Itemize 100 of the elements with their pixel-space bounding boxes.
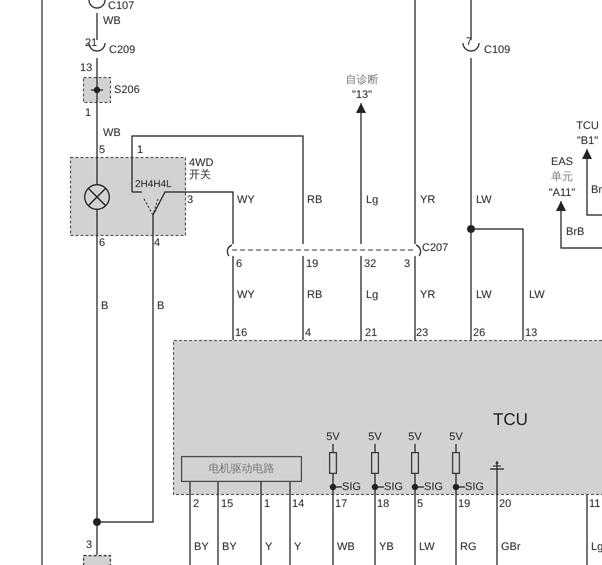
wire-color-code: Br (590, 184, 602, 196)
junction-dot (467, 225, 475, 233)
wire-color-code: GBr (500, 541, 522, 553)
signal-label: SIG (342, 481, 361, 493)
pin-number: 21 (365, 327, 378, 339)
wire (218, 191, 234, 244)
wire (96, 103, 98, 184)
wire (475, 228, 524, 340)
pin-number: 4 (305, 327, 312, 339)
wire-color-code: BrB (565, 226, 586, 238)
pin-number: 3 (187, 194, 194, 206)
voltage-label: 5V (448, 431, 464, 443)
wire-color-code: Y (264, 541, 274, 553)
wire-color-code: Lg (365, 194, 380, 206)
wire (470, 58, 472, 225)
wire (470, 0, 472, 40)
wire (96, 210, 98, 518)
pin-number: 23 (416, 327, 428, 339)
wire (96, 13, 98, 40)
arrow (556, 201, 602, 249)
pin-number: 16 (235, 327, 248, 339)
wire (260, 482, 262, 565)
voltage-label: 5V (325, 431, 341, 443)
pin-number: 5 (417, 498, 424, 510)
arrow (356, 103, 366, 244)
pin-number: 32 (364, 258, 376, 270)
signal-label: SIG (384, 481, 403, 493)
component-label: C207 (422, 242, 448, 254)
pin-number: 19 (458, 498, 470, 510)
circuit-box (181, 456, 302, 482)
component-label: C209 (109, 44, 136, 56)
switch-box (70, 157, 218, 236)
wire (470, 233, 472, 340)
wire-color-code: WY (236, 289, 256, 301)
pin-number: 3 (404, 258, 410, 270)
pin-number: 11 (589, 498, 600, 510)
wire (96, 58, 98, 77)
pin-number: 1 (264, 498, 270, 510)
component-label: C107 (108, 0, 134, 12)
wire (374, 474, 376, 565)
wire-color-code: B (156, 300, 166, 312)
resistor-symbol (407, 431, 423, 474)
voltage-label: 5V (407, 431, 423, 443)
pin-number: 1 (137, 144, 144, 156)
wire-color-code: WY (236, 194, 256, 206)
resistor-symbol (367, 431, 383, 474)
pin-number: 15 (221, 498, 234, 510)
switch-position-label: 2H4H4L (135, 179, 172, 191)
component-label: 电机驱动电路 (208, 463, 276, 475)
pin-number: 2 (193, 498, 200, 510)
pin-number: 21 (85, 37, 98, 49)
ground-symbol (489, 461, 505, 474)
wire-color-code: BY (193, 541, 210, 553)
wire-color-code: YR (419, 289, 436, 301)
wire-color-code: B (100, 300, 110, 312)
pin-number: 3 (86, 539, 92, 551)
wire-color-code: RG (459, 541, 478, 553)
wire (586, 495, 588, 565)
wire (414, 474, 416, 565)
wire (131, 135, 304, 244)
pin-number: 14 (292, 498, 304, 510)
wire (455, 474, 457, 565)
signal-label: SIG (465, 481, 484, 493)
pin-number: 13 (525, 327, 538, 339)
wire (414, 256, 416, 340)
lamp-symbol (84, 184, 110, 210)
component-label: S206 (114, 84, 140, 96)
wire-color-code: YR (419, 194, 436, 206)
component-label: "A11" (548, 187, 576, 199)
component-label: EAS (550, 156, 574, 168)
wire-color-code: RB (306, 289, 324, 301)
wire-color-code: LW (528, 289, 546, 301)
component-label: "13" (350, 89, 374, 101)
signal-label: SIG (424, 481, 443, 493)
wire-color-code: WB (102, 15, 122, 27)
wire (189, 482, 191, 565)
pin-number: 1 (85, 107, 92, 119)
pin-number: 13 (80, 62, 92, 74)
pin-number: 18 (377, 498, 390, 510)
splice (83, 555, 111, 565)
resistor-symbol (448, 431, 464, 474)
wire-color-code: WB (102, 127, 122, 139)
wire-color-code: LW (475, 289, 493, 301)
splice (83, 77, 141, 103)
component-label: 4WD 开关 (189, 157, 214, 181)
wire (414, 0, 416, 244)
component-label: TCU (493, 410, 528, 429)
pin-number: 26 (473, 327, 486, 339)
wire (496, 474, 498, 565)
wire (332, 474, 334, 565)
wire-color-code: Y (293, 541, 302, 553)
pin-number: 20 (499, 498, 512, 510)
wire (360, 256, 362, 340)
component-label: C109 (484, 44, 510, 56)
voltage-label: 5V (367, 431, 383, 443)
wire-color-code: YB (378, 541, 395, 553)
wire (101, 236, 154, 523)
pin-number: 5 (99, 144, 106, 156)
pin-number: 6 (236, 258, 242, 270)
pin-number: 6 (99, 237, 106, 249)
